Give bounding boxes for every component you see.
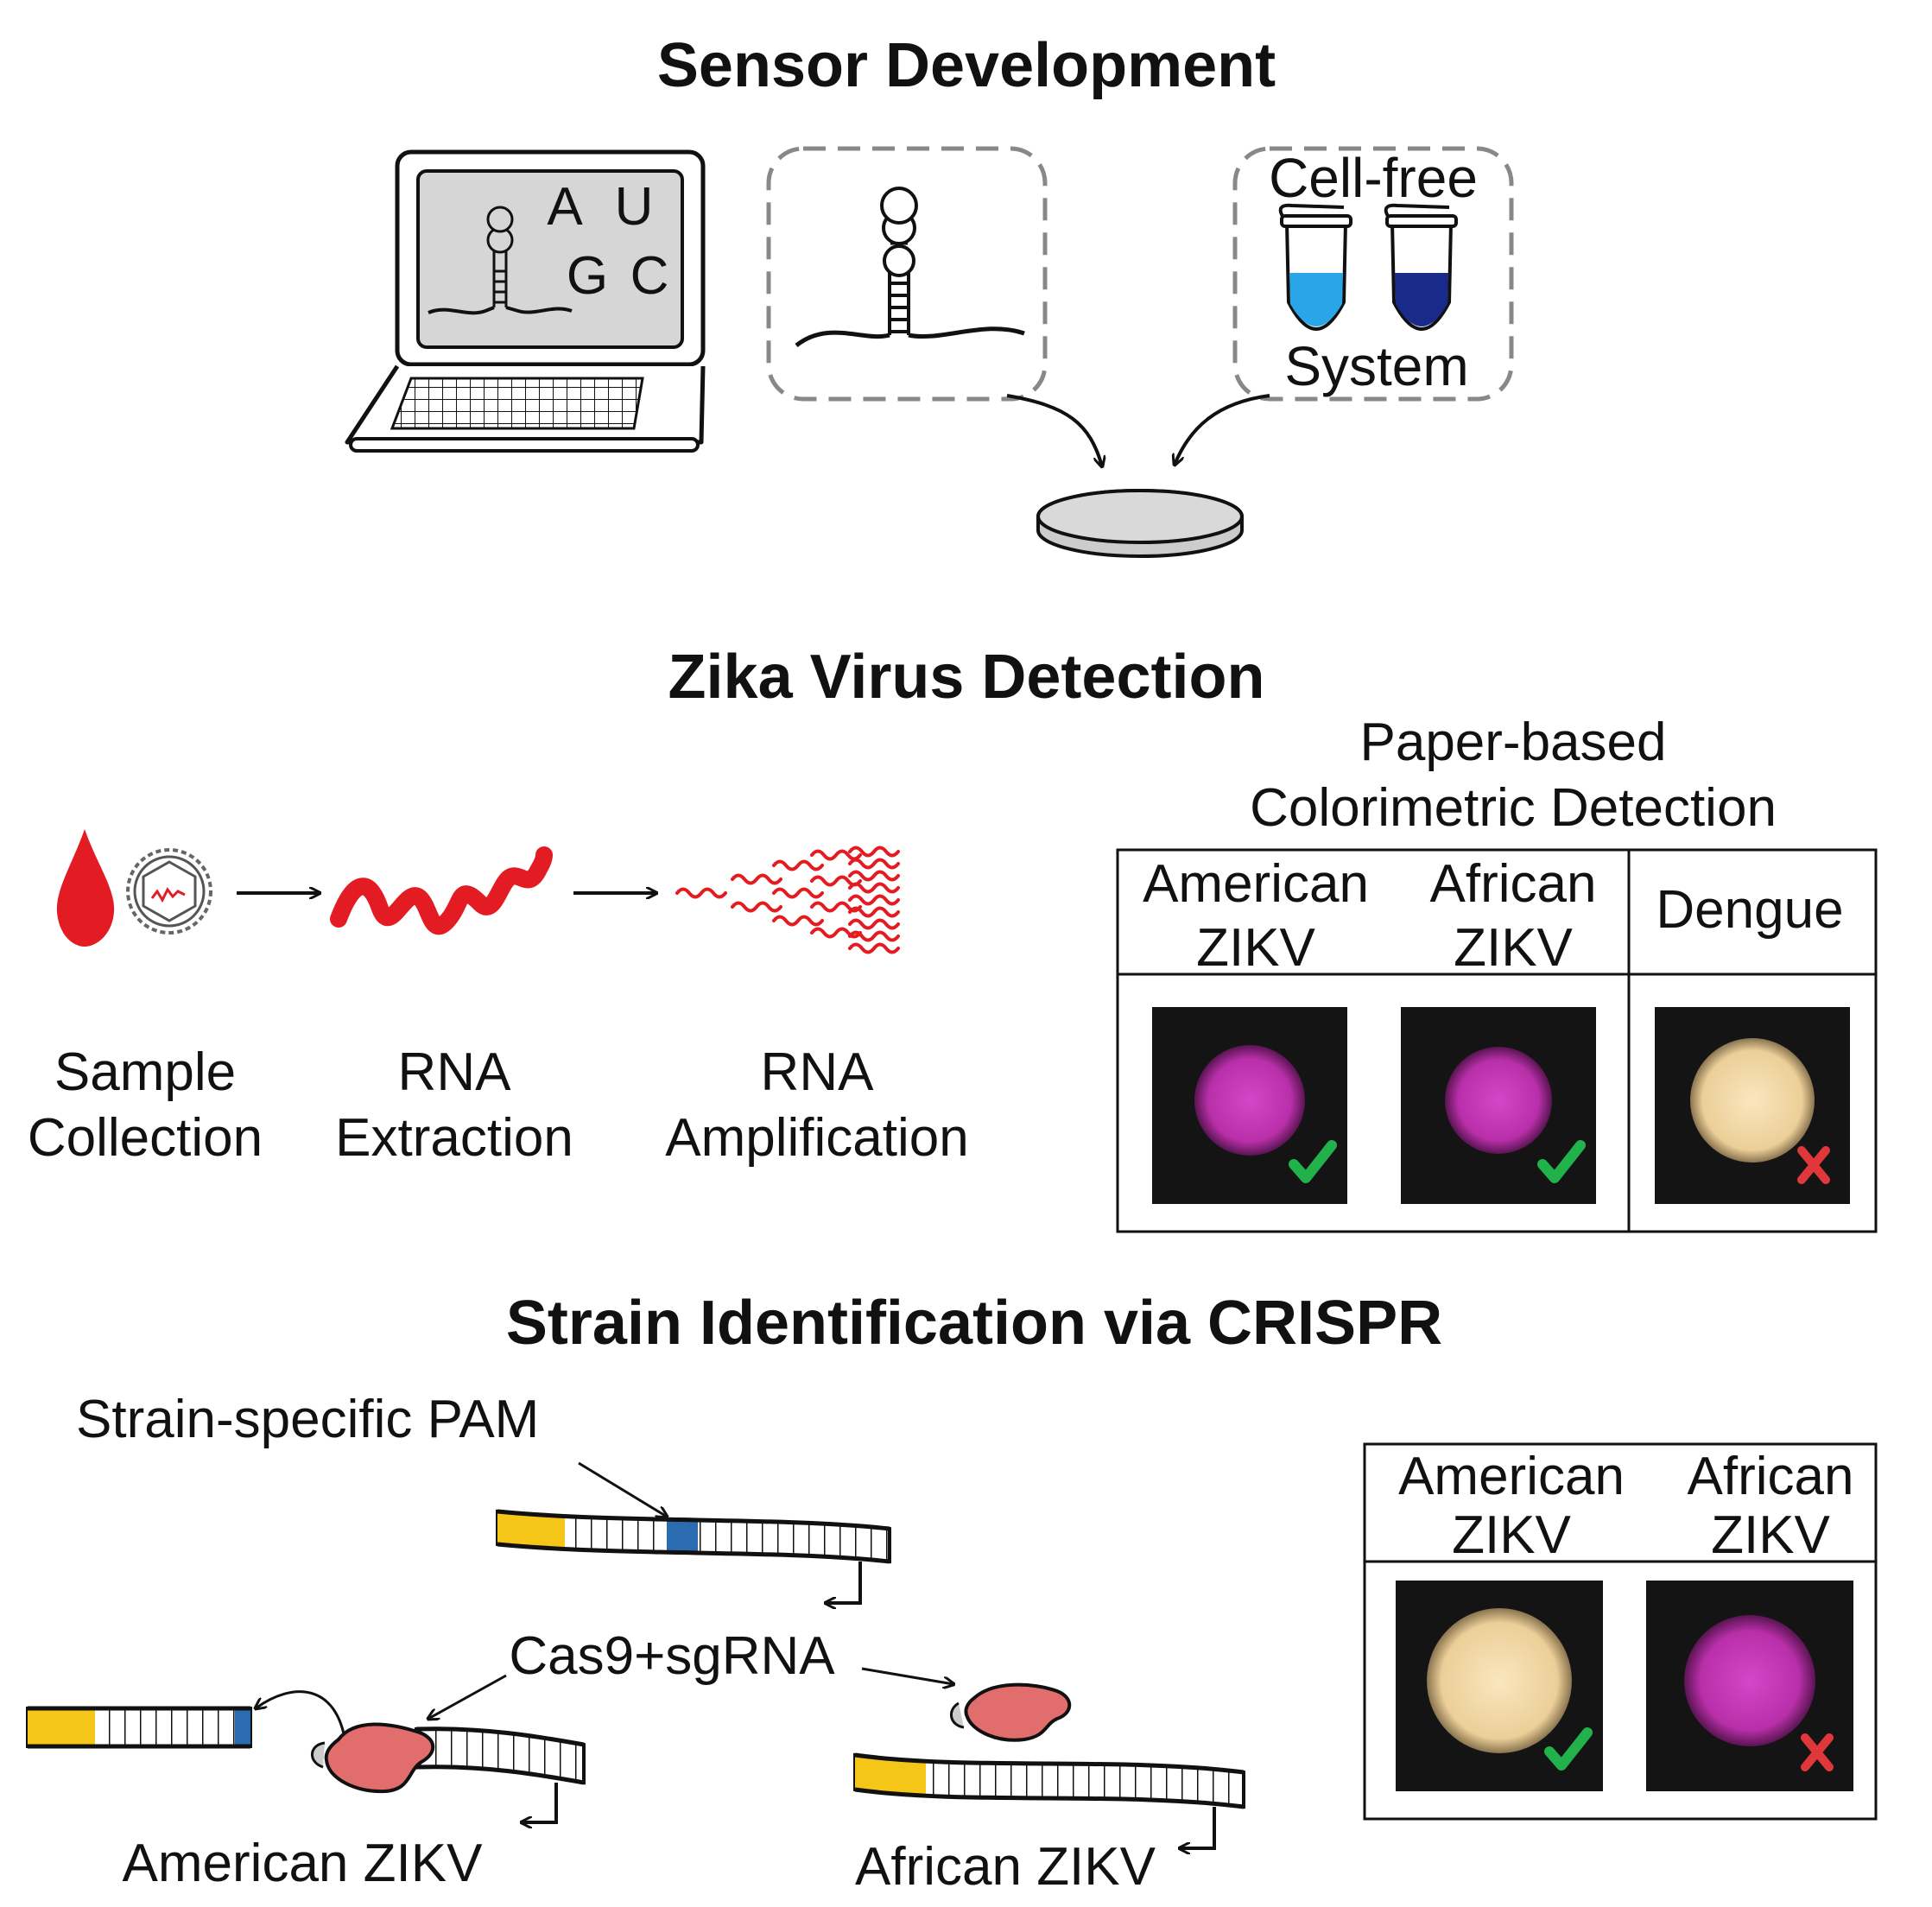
rna-amplification-icon bbox=[675, 846, 900, 954]
amplicon-wave bbox=[848, 858, 900, 870]
amplicon-wave bbox=[772, 887, 824, 899]
strain-header-african-line1: African bbox=[1688, 1447, 1854, 1506]
rna-extraction-icon bbox=[330, 846, 553, 934]
step-sample-collection-line1: Sample bbox=[54, 1042, 236, 1102]
amplicon-wave bbox=[810, 849, 862, 861]
amplicon-wave bbox=[731, 901, 782, 913]
laptop-letter-g: G bbox=[567, 246, 608, 306]
paper-disk-icon bbox=[1036, 489, 1244, 558]
tube-dark-blue-icon bbox=[1384, 203, 1458, 331]
cas9-arrow-left bbox=[428, 1674, 507, 1719]
pam-label: Strain-specific PAM bbox=[76, 1390, 539, 1449]
zika-result-1 bbox=[1401, 1007, 1596, 1204]
cas9-arrow-right bbox=[861, 1667, 953, 1684]
step-rna-amplification-line1: RNA bbox=[761, 1042, 875, 1102]
check-icon bbox=[1289, 1140, 1337, 1183]
arrow-to-disk-right bbox=[1175, 394, 1270, 465]
cleavage-arrow bbox=[256, 1690, 347, 1744]
laptop-letter-c: C bbox=[630, 246, 669, 306]
system-label: System bbox=[1284, 335, 1468, 397]
dna-strand-african-intact bbox=[853, 1752, 1245, 1848]
laptop-letter-a: A bbox=[547, 177, 583, 237]
amplicon-wave bbox=[848, 846, 900, 858]
strain-header-american-line1: American bbox=[1398, 1447, 1625, 1506]
american-zikv-strand-label: American ZIKV bbox=[123, 1834, 484, 1893]
strain-result-1 bbox=[1646, 1581, 1853, 1791]
amplicon-wave bbox=[772, 859, 824, 871]
amplicon-wave bbox=[731, 873, 782, 885]
table-header-african-line2: ZIKV bbox=[1454, 918, 1573, 978]
amplicon-wave bbox=[848, 942, 900, 954]
check-icon bbox=[1544, 1727, 1593, 1771]
dna-strand-target bbox=[496, 1509, 891, 1603]
dna-strand-american-remaining bbox=[415, 1726, 586, 1822]
pam-pointer-arrow bbox=[578, 1461, 667, 1517]
laptop-icon bbox=[345, 149, 706, 453]
section-title-zika-detection: Zika Virus Detection bbox=[668, 643, 1265, 712]
section-title-sensor-development: Sensor Development bbox=[657, 31, 1276, 100]
table-header-dengue: Dengue bbox=[1656, 880, 1843, 940]
zika-result-0 bbox=[1152, 1007, 1347, 1204]
cross-icon bbox=[1801, 1733, 1834, 1771]
paper-disk-spot bbox=[1427, 1608, 1572, 1753]
amplicon-wave bbox=[675, 887, 727, 899]
amplicon-wave bbox=[848, 918, 900, 930]
step-sample-collection-line2: Collection bbox=[28, 1108, 263, 1168]
section-title-strain-identification: Strain Identification via CRISPR bbox=[506, 1289, 1442, 1358]
laptop-letter-u: U bbox=[615, 177, 654, 237]
paper-detection-title-line2: Colorimetric Detection bbox=[1250, 778, 1777, 838]
check-icon bbox=[1537, 1140, 1586, 1183]
table-header-american-line2: ZIKV bbox=[1196, 918, 1315, 978]
strain-result-0 bbox=[1396, 1581, 1603, 1791]
strain-header-american-line2: ZIKV bbox=[1452, 1505, 1571, 1565]
amplicon-wave bbox=[848, 870, 900, 882]
cleaved-dna-fragment bbox=[26, 1706, 252, 1749]
tube-light-blue-icon bbox=[1278, 203, 1352, 331]
cell-free-label: Cell-free bbox=[1269, 147, 1478, 209]
amplicon-wave bbox=[848, 882, 900, 894]
blood-drop-icon bbox=[56, 829, 115, 947]
paper-disk-spot bbox=[1194, 1045, 1305, 1156]
arrow-to-disk-left bbox=[1006, 394, 1102, 466]
step-rna-extraction-line2: Extraction bbox=[335, 1108, 573, 1168]
table-header-american-line1: American bbox=[1143, 854, 1369, 914]
rna-hairpin-box bbox=[766, 146, 1048, 402]
tube-dark-blue-fill bbox=[1395, 273, 1448, 326]
african-zikv-strand-label: African ZIKV bbox=[855, 1837, 1156, 1897]
zika-result-images bbox=[1152, 1007, 1850, 1204]
step-rna-extraction-line1: RNA bbox=[398, 1042, 512, 1102]
tube-light-blue-fill bbox=[1289, 273, 1343, 326]
strain-result-images bbox=[1396, 1581, 1853, 1791]
amplicon-wave bbox=[772, 915, 824, 927]
cas9-protein-american-icon bbox=[311, 1722, 435, 1794]
paper-detection-title-line1: Paper-based bbox=[1359, 713, 1666, 772]
amplicon-wave bbox=[848, 930, 900, 942]
zika-result-2 bbox=[1655, 1007, 1850, 1204]
step-rna-amplification-line2: Amplification bbox=[665, 1108, 968, 1168]
table-header-african-line1: African bbox=[1430, 854, 1597, 914]
paper-disk-spot bbox=[1690, 1038, 1815, 1163]
cell-free-system-box bbox=[1232, 146, 1514, 402]
strain-header-african-line2: ZIKV bbox=[1711, 1505, 1830, 1565]
cross-icon bbox=[1797, 1146, 1830, 1184]
detection-results-table bbox=[1116, 848, 1878, 1233]
amplicon-wave bbox=[848, 906, 900, 918]
amplicon-wave bbox=[848, 894, 900, 906]
paper-disk-spot bbox=[1684, 1615, 1815, 1746]
strain-results-table bbox=[1363, 1442, 1878, 1821]
cas9-protein-african-icon bbox=[950, 1682, 1072, 1742]
cas9-sgrna-label: Cas9+sgRNA bbox=[509, 1626, 835, 1686]
paper-disk-spot bbox=[1445, 1047, 1552, 1154]
virus-particle-icon bbox=[126, 848, 212, 934]
